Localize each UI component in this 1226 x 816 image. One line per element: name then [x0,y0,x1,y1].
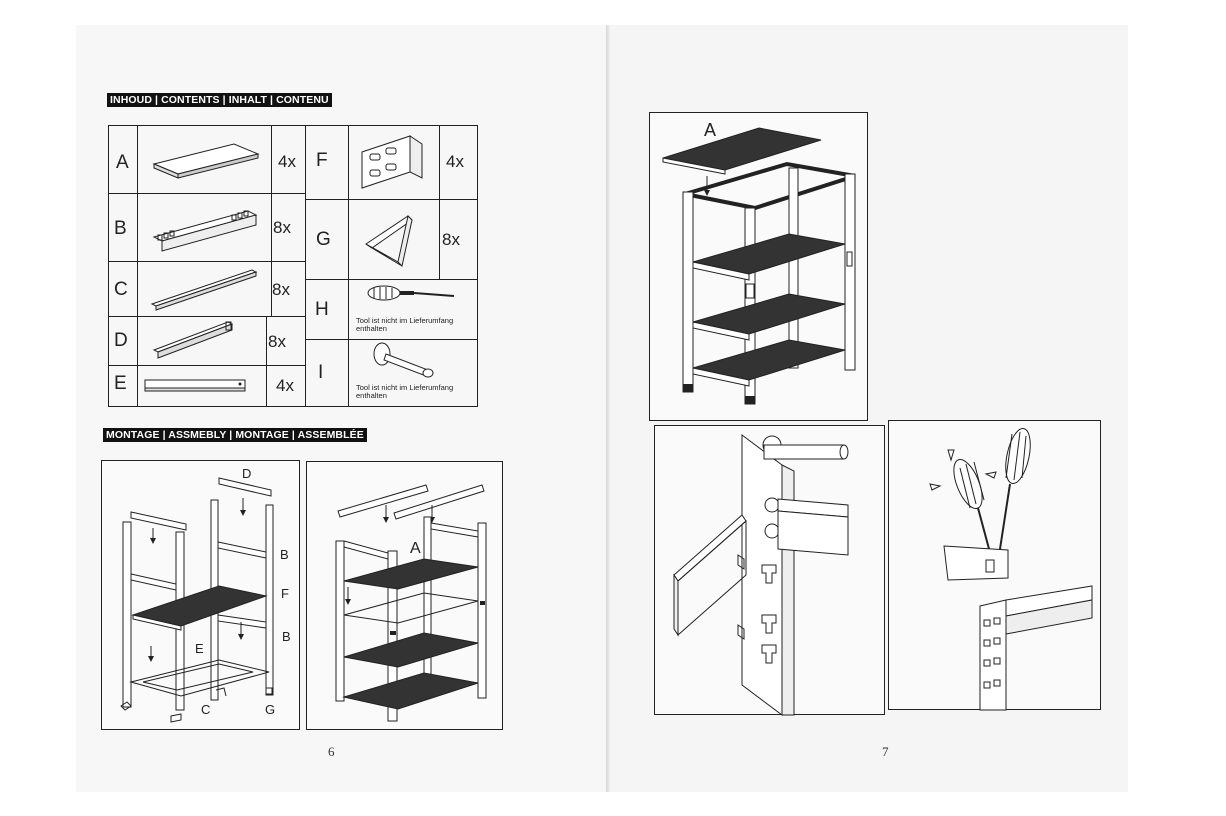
page-fold [606,25,610,792]
part-i-note: Tool ist nicht im Lieferumfang enthalten [356,383,454,400]
contents-heading: INHOUD | CONTENTS | INHALT | CONTENU [107,93,332,107]
part-e-qty: 4x [276,376,294,395]
part-i-image-cell [348,339,478,407]
part-a-letter: A [116,152,129,173]
long-beam-icon [152,210,258,252]
left-page-number: 6 [328,744,335,759]
figure2-label-a: A [410,540,421,557]
bracket-detail-illustration [673,434,849,716]
part-b-letter: B [114,218,127,239]
support-bar-icon [144,379,246,392]
part-i-letter-cell [305,339,349,407]
frame-assembly-illustration [120,477,274,723]
shelf-unit-top-illustration [662,127,856,405]
figure1-label-b-bottom: B [282,629,291,644]
figure1-label-c: C [201,702,211,717]
corner-bracket-icon [361,135,423,189]
part-f-qty: 4x [446,152,464,171]
part-g-qty: 8x [442,230,460,249]
short-beam-icon [152,321,234,359]
part-e-letter: E [114,373,127,394]
shelf-installation-illustration [335,484,487,722]
triangle-foot-icon [365,214,413,268]
screwdriver-detail-illustration [929,428,1093,711]
part-g-letter: G [316,229,331,250]
part-i-letter: I [318,362,324,383]
right-page-number: 7 [882,744,889,759]
right-figure-label-a: A [704,120,717,140]
side-beam-icon [150,269,258,311]
part-b-qty: 8x [273,218,291,237]
part-d-letter: D [114,330,128,351]
shelf-board-icon [152,143,260,179]
figure1-label-g: G [265,702,276,717]
figure1-label-b-top: B [280,547,289,562]
part-h-note: Tool ist nicht im Lieferumfang enthalten [356,316,454,333]
part-c-qty: 8x [272,280,290,299]
figure1-label-d: D [242,466,252,481]
screwdriver-icon [367,285,455,301]
part-f-letter: F [316,150,328,171]
mallet-icon [373,342,434,378]
figure1-label-f: F [281,586,289,601]
figure1-label-e: E [195,641,204,656]
part-c-letter: C [114,279,128,300]
part-a-qty: 4x [278,152,296,171]
part-h-letter: H [315,299,329,320]
part-d-qty: 8x [268,332,286,351]
assembly-heading: MONTAGE | ASSMEBLY | MONTAGE | ASSEMBLÉE [103,428,367,442]
